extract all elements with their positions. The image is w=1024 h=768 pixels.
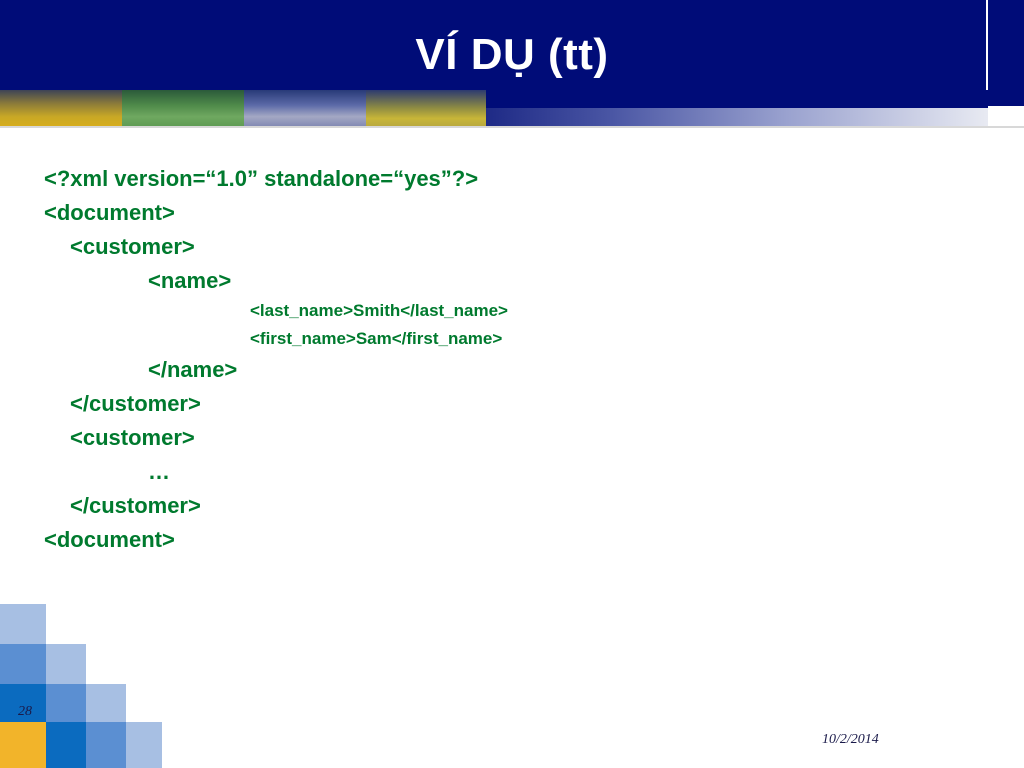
photo-strip-segment bbox=[244, 90, 366, 128]
divider bbox=[0, 126, 1024, 128]
decor-square bbox=[86, 684, 126, 722]
code-line: </customer> bbox=[70, 391, 201, 416]
title-banner bbox=[0, 0, 986, 90]
code-line: <first_name>Sam</first_name> bbox=[250, 329, 503, 348]
decor-square bbox=[126, 722, 162, 768]
decor-square bbox=[86, 722, 126, 768]
photo-strip-segment bbox=[122, 90, 244, 128]
decor-square bbox=[46, 644, 86, 684]
code-line: … bbox=[148, 459, 170, 484]
slide-date: 10/2/2014 bbox=[822, 732, 879, 747]
decor-square bbox=[46, 684, 86, 722]
slide-title: VÍ DỤ (tt) bbox=[415, 30, 609, 79]
decor-square bbox=[46, 722, 86, 768]
code-line: <document> bbox=[44, 200, 175, 225]
decor-square bbox=[0, 684, 46, 722]
code-line: <customer> bbox=[70, 234, 195, 259]
decorative-photo-strip bbox=[0, 90, 1024, 128]
code-line: </name> bbox=[148, 357, 238, 382]
code-line: <last_name>Smith</last_name> bbox=[250, 301, 508, 320]
photo-strip-segment bbox=[0, 90, 122, 128]
banner-extension bbox=[486, 90, 988, 108]
page-number: 28 bbox=[18, 704, 32, 719]
code-line: <document> bbox=[44, 527, 175, 552]
decor-square bbox=[0, 644, 46, 684]
code-line: <customer> bbox=[70, 425, 195, 450]
photo-strip-segment bbox=[366, 90, 486, 128]
decor-square bbox=[0, 722, 46, 768]
code-line: <?xml version=“1.0” standalone=“yes”?> bbox=[44, 166, 479, 191]
code-line: <name> bbox=[148, 268, 232, 293]
decor-square bbox=[0, 604, 46, 644]
code-line: </customer> bbox=[70, 493, 201, 518]
title-banner-edge bbox=[988, 0, 1024, 106]
